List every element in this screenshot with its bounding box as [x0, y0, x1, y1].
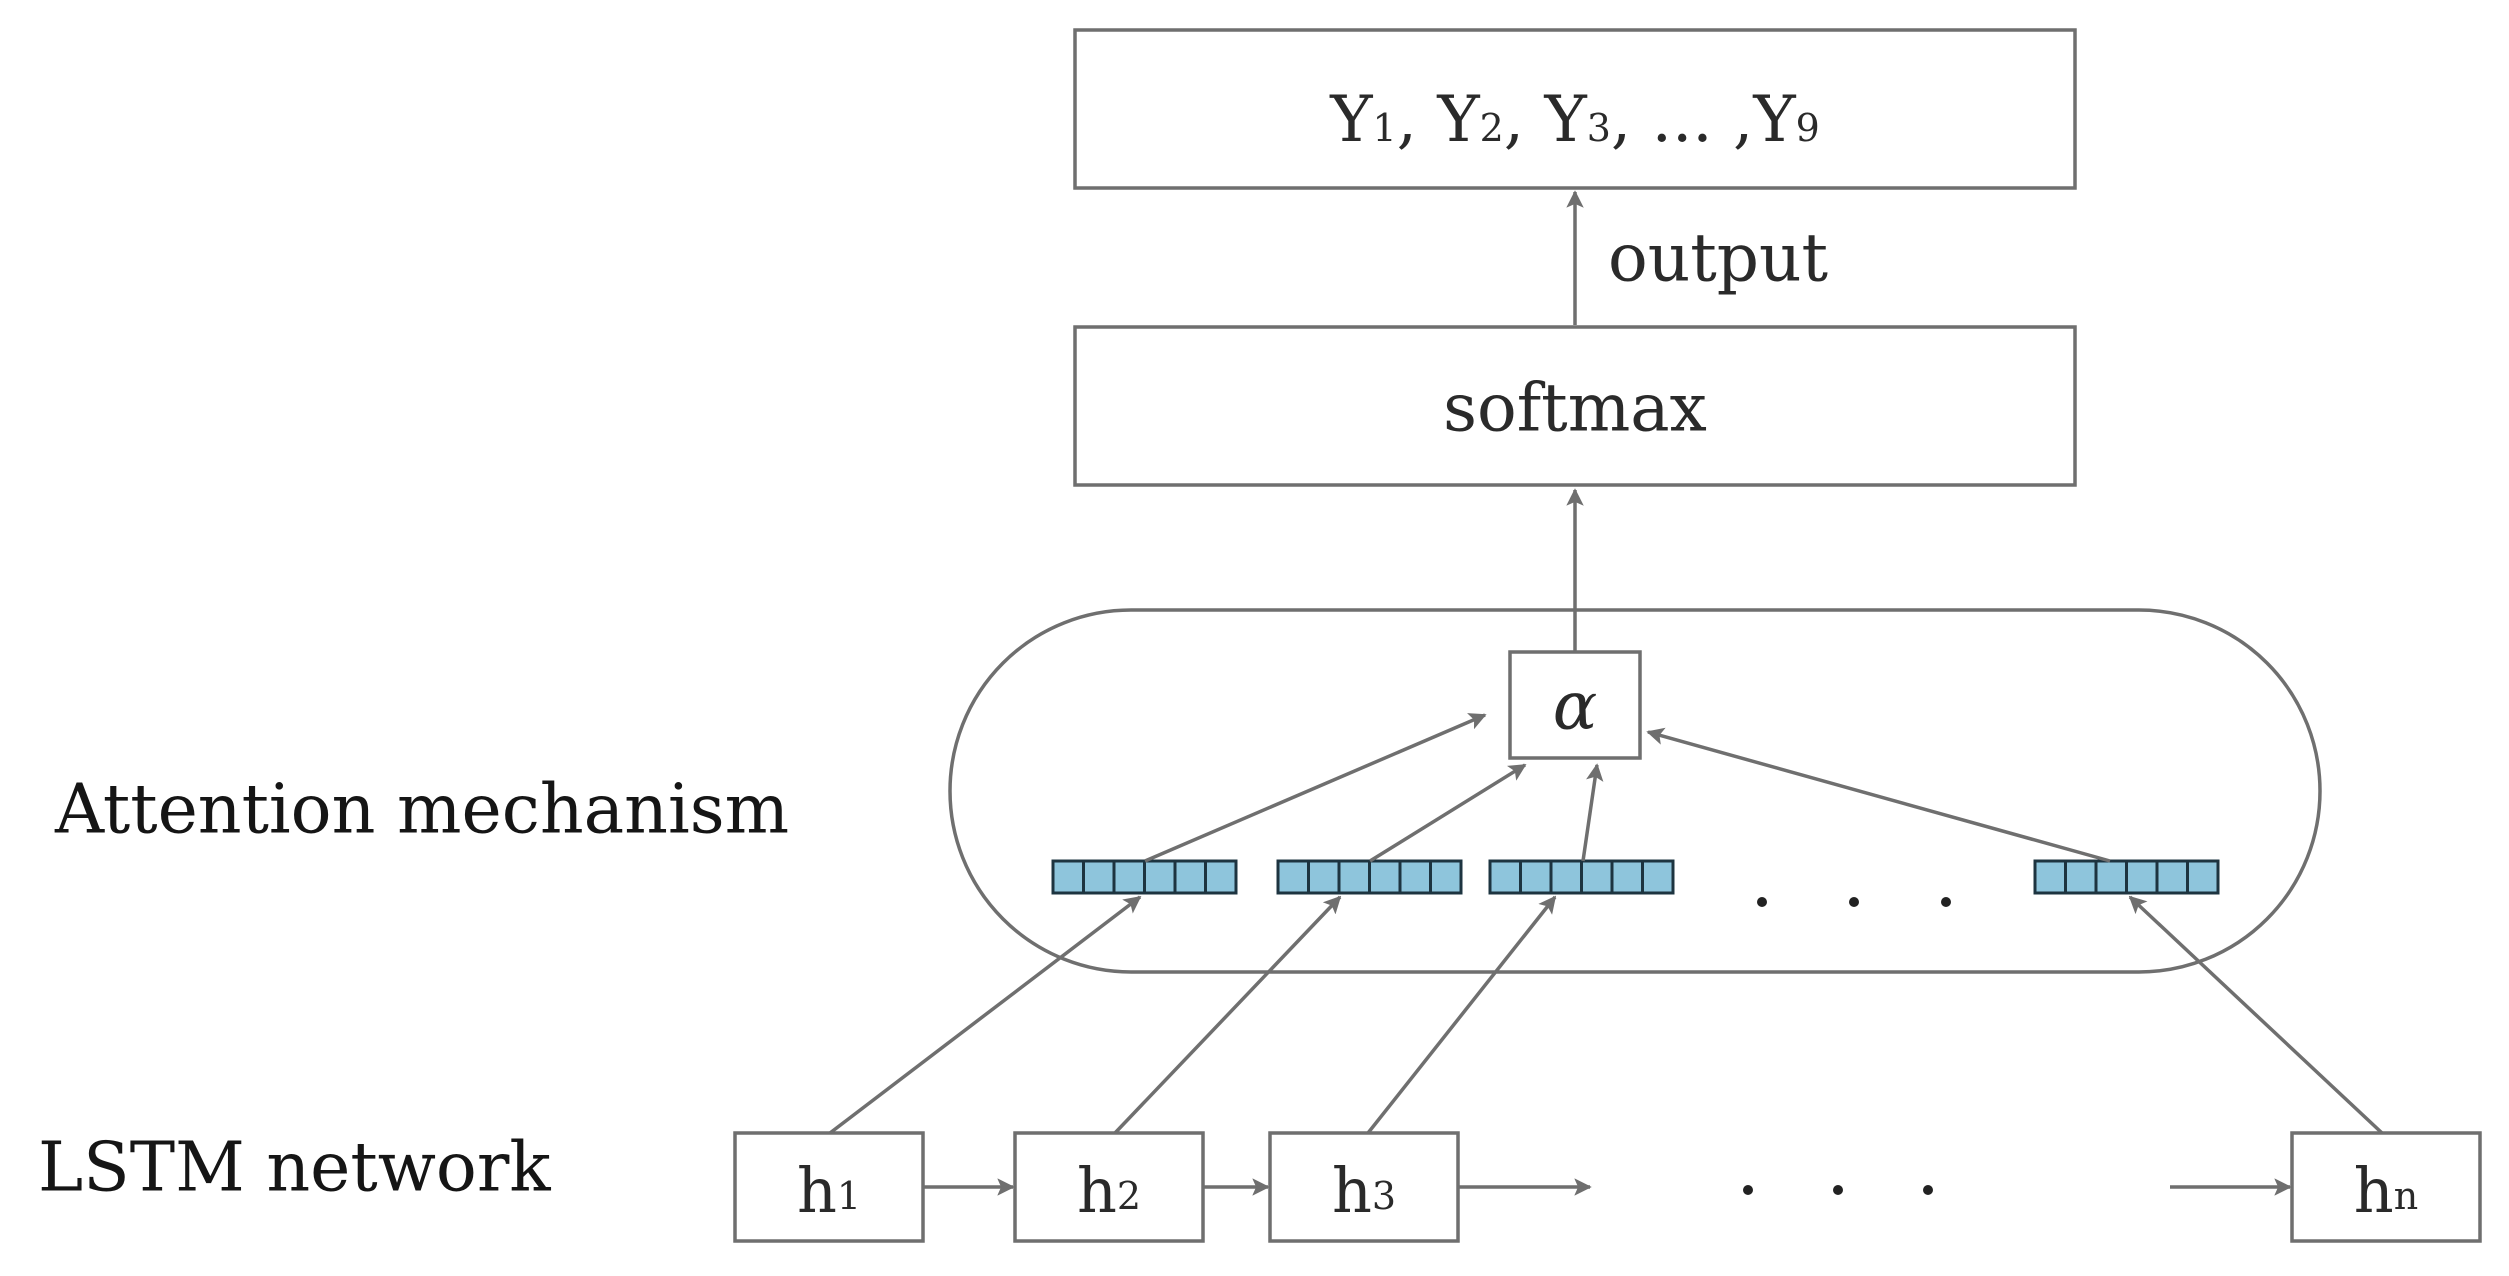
vector-cell — [2094, 859, 2128, 895]
attention-vector-n — [2033, 859, 2220, 895]
alpha-symbol: α — [1553, 668, 1598, 745]
vector-cell — [1488, 859, 1522, 895]
h1-to-vector-arrow — [828, 895, 1142, 1135]
vector-cell — [2033, 859, 2067, 895]
output-box-label: Y1, Y2, Y3, ... ,Y9 — [1329, 83, 1820, 157]
h2-to-vector-arrow — [1113, 895, 1342, 1135]
vector-cell — [1519, 859, 1553, 895]
vector-cell — [1429, 859, 1463, 895]
vector-cell — [1368, 859, 1402, 895]
hidden-state-3-box — [1268, 1131, 1460, 1243]
vector-cell — [1276, 859, 1310, 895]
vector-cell — [2155, 859, 2189, 895]
vector-3-to-alpha-arrow — [1581, 763, 1604, 862]
hidden-state-3-label: h3 — [1332, 1154, 1396, 1227]
attention-vector-2 — [1276, 859, 1463, 895]
hidden-state-1-label: h1 — [797, 1154, 861, 1227]
vector-2-to-alpha-arrow — [1369, 763, 1527, 863]
vector-1-to-alpha-arrow — [1144, 713, 1487, 863]
softmax-box — [1073, 325, 2077, 487]
hidden-state-1-box — [733, 1131, 925, 1243]
vector-cell — [1337, 859, 1371, 895]
output-label: output — [1608, 220, 1828, 297]
vector-cell — [1307, 859, 1341, 895]
vector-cell — [1112, 859, 1146, 895]
vector-n-to-alpha-arrow — [1646, 727, 2111, 863]
attention-vectors — [1051, 859, 2220, 895]
attention-vector-1 — [1051, 859, 1238, 895]
h3-to-vector-arrow — [1366, 895, 1557, 1135]
lstm-network-label: LSTM network — [38, 1129, 551, 1208]
vector-cell — [1173, 859, 1207, 895]
vector-cell — [1204, 859, 1238, 895]
vector-cell — [1580, 859, 1614, 895]
vector-cell — [1641, 859, 1675, 895]
hidden-state-n-label: hn — [2354, 1154, 2418, 1227]
vector-cell — [2064, 859, 2098, 895]
vector-cell — [1398, 859, 1432, 895]
vector-cell — [1051, 859, 1085, 895]
hidden-state-n-box — [2290, 1131, 2482, 1243]
vector-cell — [1610, 859, 1644, 895]
output-box — [1073, 28, 2077, 190]
attention-mechanism-region — [948, 608, 2322, 974]
vector-cell — [2125, 859, 2159, 895]
vector-cell — [1082, 859, 1116, 895]
hn-to-vector-arrow — [2128, 895, 2384, 1135]
softmax-label: softmax — [1443, 370, 1707, 447]
attention-ellipsis — [1757, 897, 1951, 907]
vector-cell — [2186, 859, 2220, 895]
hidden-state-2-label: h2 — [1077, 1154, 1141, 1227]
attention-mechanism-label: Attention mechanism — [54, 771, 789, 850]
lstm-ellipsis — [1743, 1185, 1933, 1195]
vector-cell — [1143, 859, 1177, 895]
attention-vector-3 — [1488, 859, 1675, 895]
vector-cell — [1549, 859, 1583, 895]
alpha-box — [1508, 650, 1642, 760]
